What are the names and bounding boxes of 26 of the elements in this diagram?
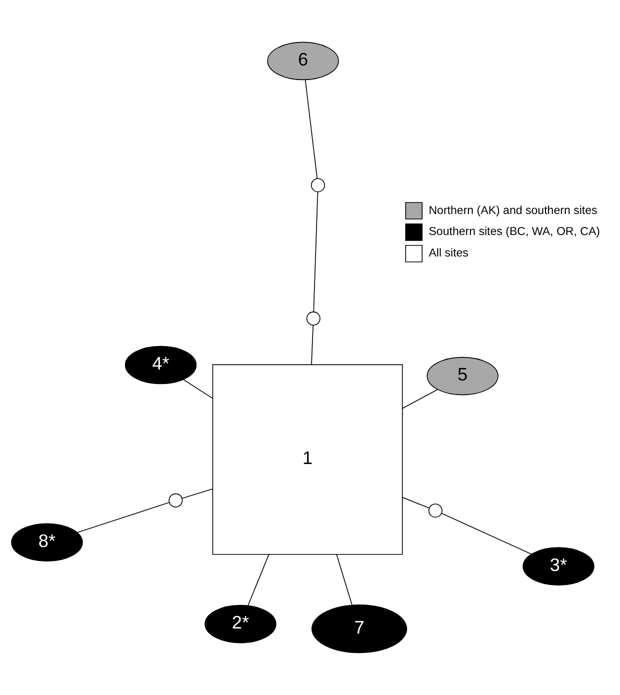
node-circle: [306, 312, 320, 326]
node-circle: [310, 178, 325, 192]
node-circle: [168, 493, 183, 508]
connector: [182, 379, 214, 399]
connector: [402, 389, 438, 409]
node-circle: [428, 504, 442, 518]
connector: [402, 497, 430, 508]
connector: [304, 79, 318, 179]
connector: [248, 554, 270, 606]
node-box: 1: [212, 364, 403, 555]
node-ellipse: 7: [311, 604, 408, 654]
connector: [76, 502, 170, 533]
legend-label: All sites: [428, 248, 468, 260]
connector: [182, 488, 213, 499]
node-ellipse: 3*: [522, 547, 594, 586]
legend-label: Southern sites (BC, WA, OR, CA): [428, 226, 600, 238]
node-ellipse: 8*: [11, 523, 83, 562]
legend-label: Northern (AK) and southern sites: [428, 204, 598, 217]
connector: [311, 324, 314, 365]
node-ellipse: 4*: [124, 346, 197, 384]
node-ellipse: 5: [426, 356, 498, 396]
connector: [441, 513, 532, 555]
connector: [336, 554, 352, 606]
node-ellipse: 2*: [204, 604, 276, 644]
node-ellipse: 6: [267, 42, 339, 80]
connector: [313, 192, 318, 312]
